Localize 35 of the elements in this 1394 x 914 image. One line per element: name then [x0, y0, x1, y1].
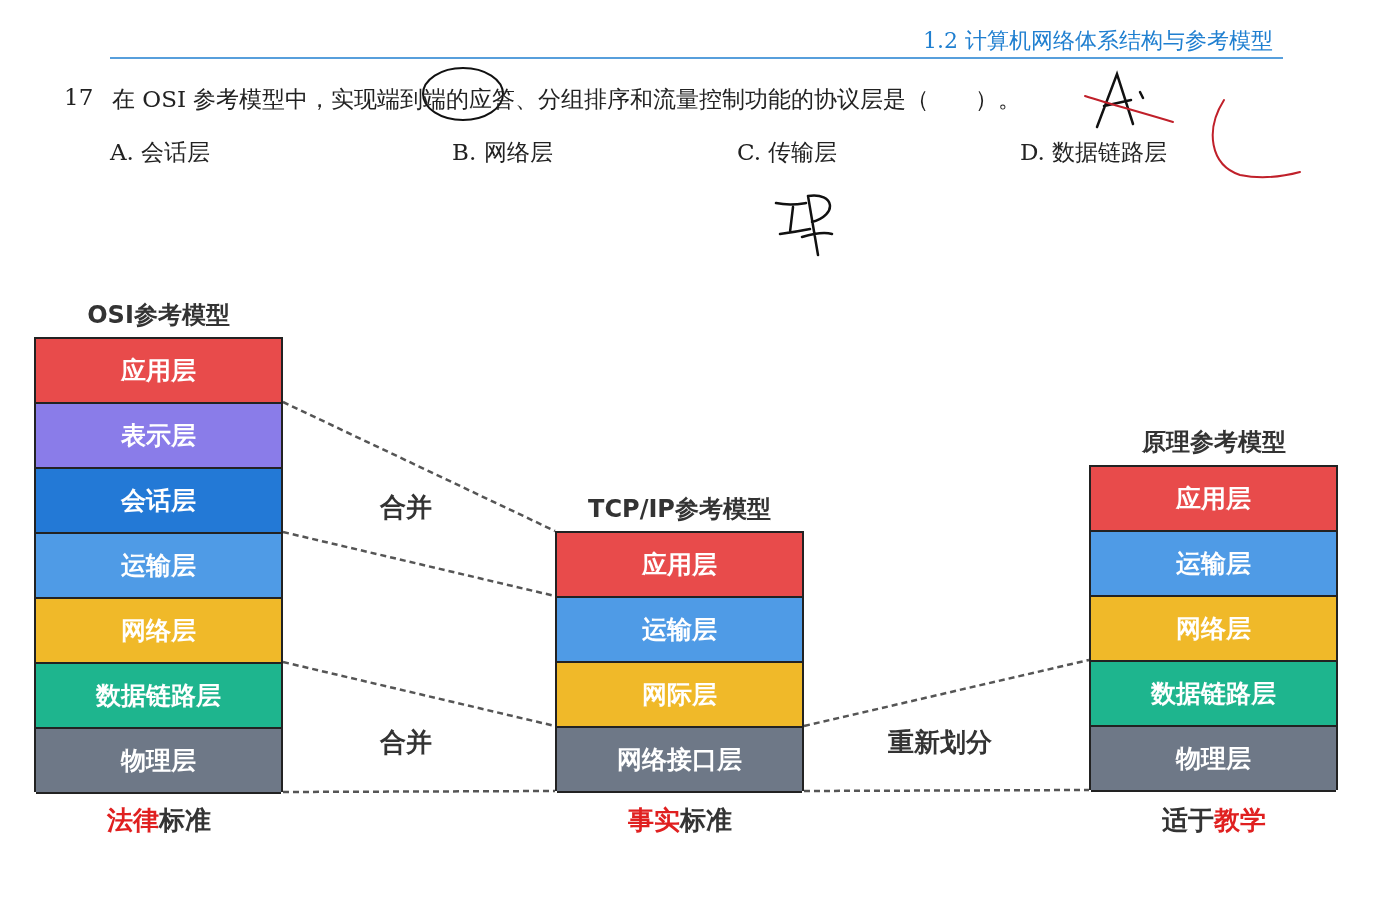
layer-box: 会话层 [36, 469, 281, 534]
dashed-connector [804, 788, 1089, 793]
layer-box: 应用层 [557, 533, 802, 598]
layer-box: 物理层 [36, 729, 281, 794]
stack-title: 原理参考模型 [1140, 427, 1287, 458]
layer-box: 运输层 [36, 534, 281, 599]
dashed-connector [803, 658, 1090, 728]
layer-box: 运输层 [1091, 532, 1336, 597]
question-number: 17 [64, 84, 94, 110]
layer-box: 网际层 [557, 663, 802, 728]
dashed-connector [283, 789, 555, 794]
layer-box: 网络接口层 [557, 728, 802, 793]
answer-option: A. 会话层 [110, 137, 211, 168]
caption-text: 适于教学 [1161, 804, 1266, 837]
layer-box: 物理层 [1091, 727, 1336, 792]
layer-box: 网络层 [1091, 597, 1336, 662]
answer-option: D. 数据链路层 [1020, 137, 1168, 168]
stack-title: TCP/IP参考模型 [587, 494, 772, 525]
layer-box: 运输层 [557, 598, 802, 663]
merge-label: 合并 [380, 726, 432, 759]
answer-option: C. 传输层 [737, 137, 838, 168]
repartition-label: 重新划分 [888, 726, 992, 759]
answer-option: B. 网络层 [452, 137, 553, 168]
stack-title: OSI参考模型 [86, 300, 231, 331]
caption-text: 事实标准 [627, 804, 732, 837]
layer-box: 数据链路层 [36, 664, 281, 729]
layer-box: 数据链路层 [1091, 662, 1336, 727]
layer-box: 应用层 [36, 339, 281, 404]
layer-box: 表示层 [36, 404, 281, 469]
layer-box: 应用层 [1091, 467, 1336, 532]
section-header: 1.2 计算机网络体系结构与参考模型 [923, 27, 1273, 55]
caption-text: 法律标准 [106, 804, 211, 837]
layer-box: 网络层 [36, 599, 281, 664]
dashed-connector [282, 400, 556, 533]
merge-label: 合并 [380, 491, 432, 524]
